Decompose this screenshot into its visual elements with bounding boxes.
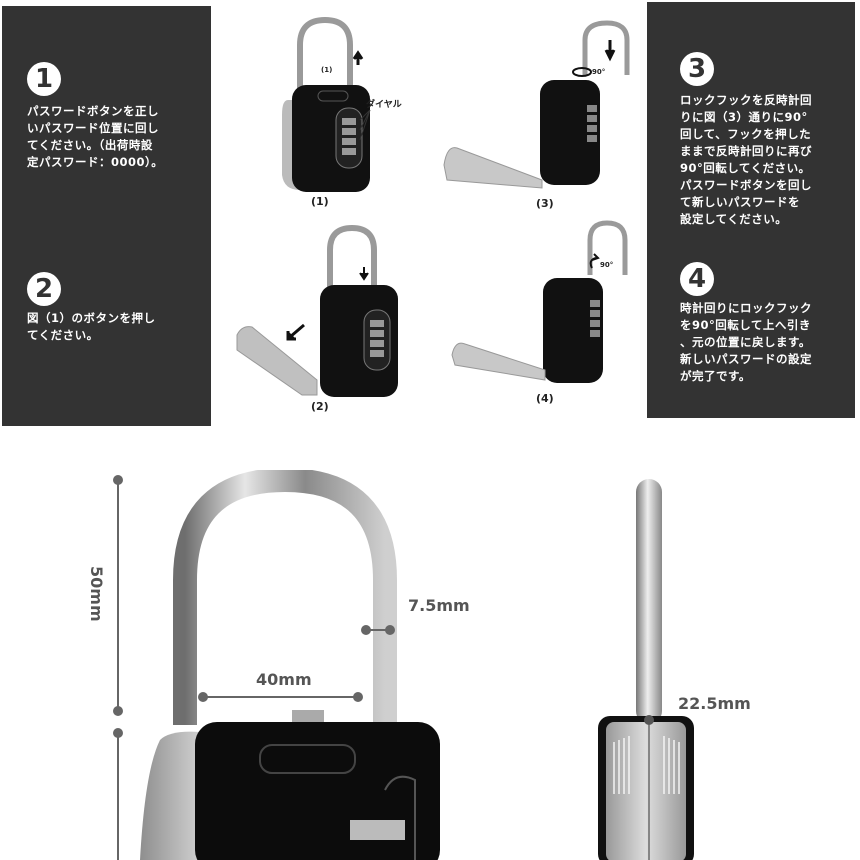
- fig2-caption: (2): [311, 400, 329, 413]
- fig3-caption: (3): [536, 197, 554, 210]
- fig1-dial-label: ダイヤル: [366, 100, 402, 110]
- step-3-text: ロックフックを反時計回 りに図（3）通りに90° 回して、フックを押した ままで…: [680, 93, 812, 226]
- fig1-button-label: (1): [321, 66, 333, 74]
- step-1-panel: 1 パスワードボタンを正し いパスワード位置に回し てください。（出荷時設 定パ…: [2, 6, 211, 219]
- lock-front-closeup: [140, 470, 440, 860]
- lock-illustration-2: [236, 225, 398, 397]
- step-1-badge: 1: [27, 62, 61, 96]
- dim-shackle-height: 50mm: [87, 566, 106, 622]
- step-3-badge: 3: [680, 52, 714, 86]
- step-2-panel: 2 図（1）のボタンを押し てください。: [2, 219, 211, 426]
- dim-body-line: [117, 733, 119, 860]
- fig1-caption: (1): [311, 195, 329, 208]
- dim-shackle-thickness: 7.5mm: [408, 596, 470, 615]
- step-4-text: 時計回りにロックフック を90°回転して上へ引き 、元の位置に戻します。 新しい…: [680, 301, 812, 383]
- lock-illustration-4: [451, 220, 628, 383]
- fig3-rotation-label: 90°: [592, 68, 606, 76]
- dim-40mm-line: [203, 696, 358, 698]
- step-2-text: 図（1）のボタンを押し てください。: [27, 311, 156, 342]
- lock-illustration-1: [282, 16, 371, 192]
- lock-side-closeup: [598, 479, 694, 860]
- dim-7-5mm-right-dot: [385, 625, 395, 635]
- step-2-badge: 2: [27, 272, 61, 306]
- fig4-rotation-label: 90°: [600, 261, 614, 269]
- step-4-badge: 4: [680, 262, 714, 296]
- dim-50mm-line: [117, 480, 119, 710]
- dim-shackle-width: 40mm: [256, 670, 312, 689]
- dim-40mm-right-dot: [353, 692, 363, 702]
- step-4-panel: 4 時計回りにロックフック を90°回転して上へ引き 、元の位置に戻します。 新…: [647, 232, 855, 418]
- dim-body-depth: 22.5mm: [678, 694, 751, 713]
- step-1-text: パスワードボタンを正し いパスワード位置に回し てください。（出荷時設 定パスワ…: [27, 104, 164, 169]
- fig4-caption: (4): [536, 392, 554, 405]
- dim-7-5mm-line: [366, 629, 389, 631]
- dim-50mm-bottom-dot: [113, 706, 123, 716]
- step-3-panel: 3 ロックフックを反時計回 りに図（3）通りに90° 回して、フックを押した ま…: [647, 2, 855, 232]
- lock-illustration-3: [443, 20, 630, 189]
